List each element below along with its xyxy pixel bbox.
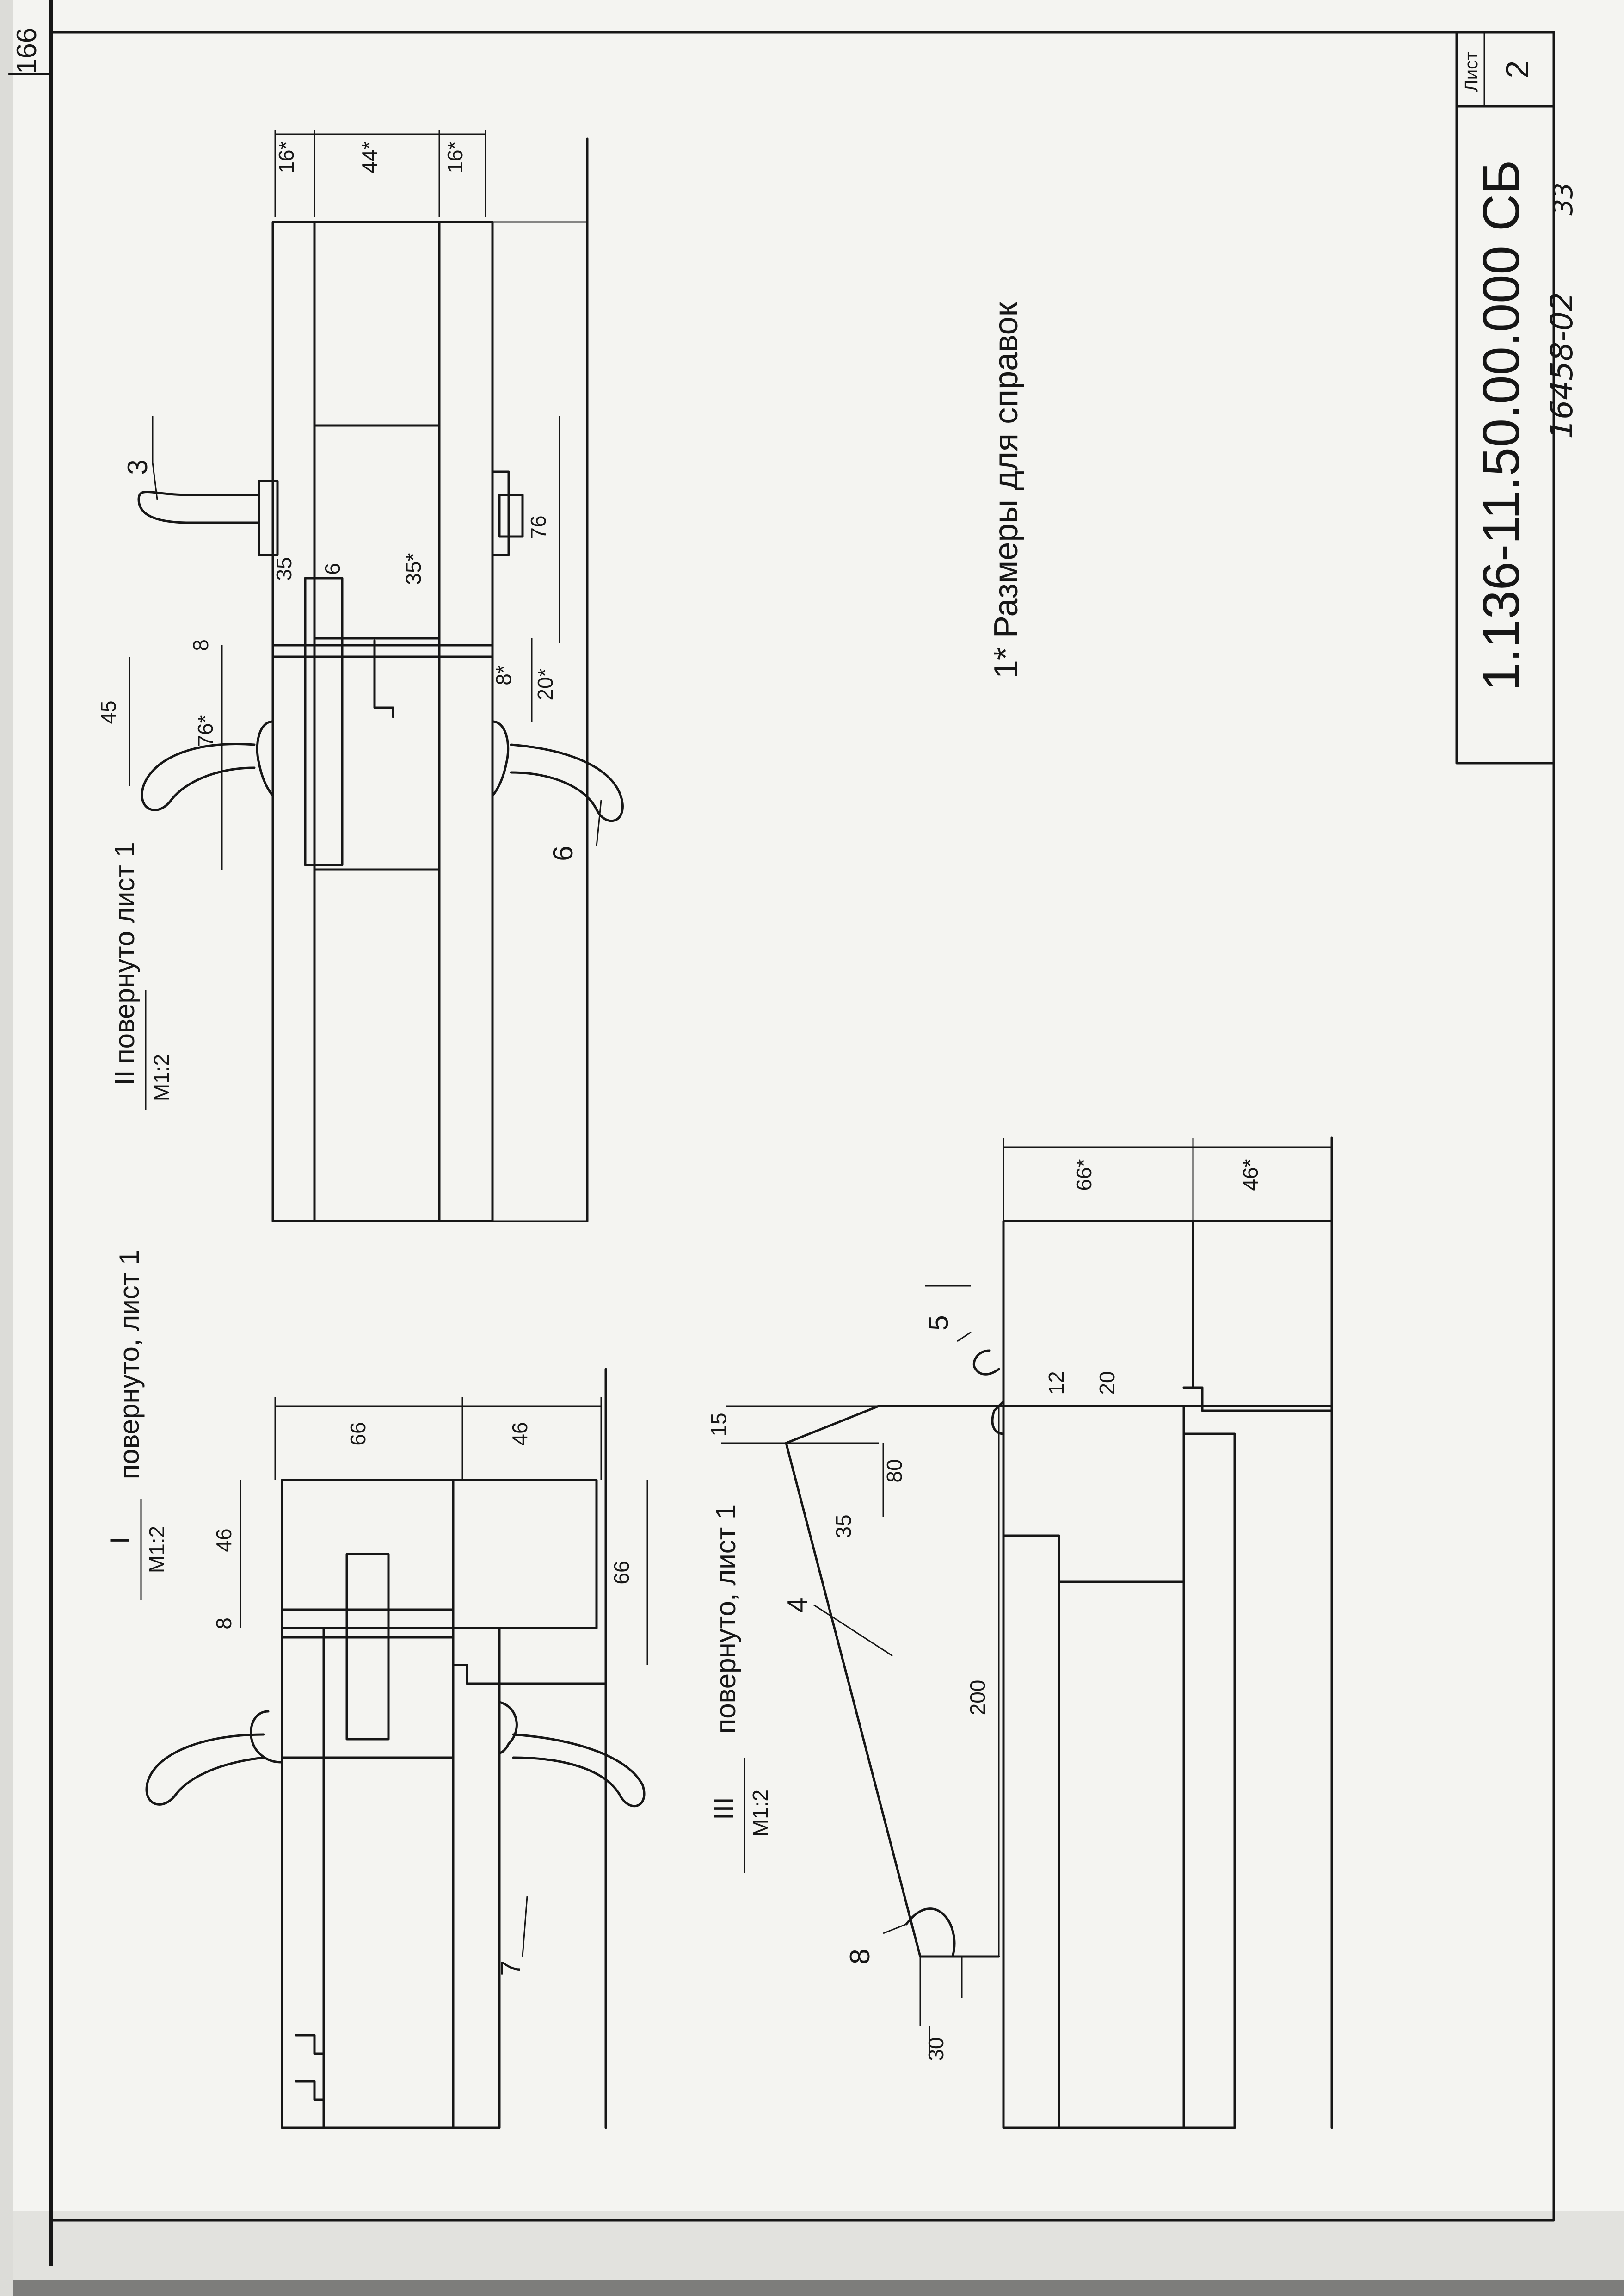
svg-text:35: 35 xyxy=(831,1514,855,1538)
svg-text:66: 66 xyxy=(609,1561,634,1584)
svg-text:46: 46 xyxy=(212,1528,236,1552)
svg-text:М1:2: М1:2 xyxy=(145,1526,169,1573)
svg-text:66*: 66* xyxy=(1072,1159,1096,1191)
section-II-title: II М1:2 повернуто лист 1 xyxy=(109,842,173,1110)
svg-text:46: 46 xyxy=(508,1422,532,1445)
section-III-callouts: 4 5 8 xyxy=(782,1285,972,1964)
section-I-drawing xyxy=(145,1368,648,2129)
svg-text:16*: 16* xyxy=(443,141,467,173)
svg-text:4: 4 xyxy=(782,1597,813,1612)
dimensions-note: 1* Размеры для справок xyxy=(988,302,1025,679)
svg-text:35: 35 xyxy=(272,557,296,580)
svg-text:8: 8 xyxy=(212,1617,236,1629)
svg-text:повернуто лист 1: повернуто лист 1 xyxy=(109,842,140,1064)
svg-text:8: 8 xyxy=(189,639,213,651)
svg-text:I: I xyxy=(105,1537,135,1544)
section-III-title: III М1:2 повернуто, лист 1 xyxy=(708,1504,772,1873)
title-block: Лист 2 1.136-11.50.00.000 СБ xyxy=(1455,31,1555,765)
section-I-title: I М1:2 повернуто, лист 1 xyxy=(105,1250,169,1600)
svg-text:33: 33 xyxy=(1549,182,1579,215)
svg-text:16458-02: 16458-02 xyxy=(1544,292,1580,439)
document-code: 1.136-11.50.00.000 СБ xyxy=(1472,160,1530,691)
svg-text:повернуто, лист 1: повернуто, лист 1 xyxy=(710,1504,741,1734)
svg-text:II: II xyxy=(109,1070,140,1085)
section-II-callouts: 3 6 xyxy=(122,416,602,861)
svg-text:35*: 35* xyxy=(401,553,425,585)
handwritten-note: 16458-02 xyxy=(1544,292,1580,439)
handwritten-note-2: 33 xyxy=(1549,182,1579,215)
title-block-sheet-value: 2 xyxy=(1499,61,1535,79)
svg-text:7: 7 xyxy=(495,1960,526,1975)
section-III-dims: 66* 46* 15 80 35 200 30 12 20 xyxy=(707,1159,1262,2061)
svg-text:Лист: Лист xyxy=(1461,52,1482,92)
svg-text:80: 80 xyxy=(882,1459,906,1482)
svg-text:16*: 16* xyxy=(274,141,298,173)
section-I-callouts: 7 xyxy=(495,1896,528,1976)
svg-text:15: 15 xyxy=(707,1413,731,1436)
section-II-drawing xyxy=(129,130,624,1222)
svg-text:2: 2 xyxy=(1499,61,1535,79)
svg-text:44*: 44* xyxy=(357,141,381,173)
svg-text:1* Размеры для справок: 1* Размеры для справок xyxy=(988,302,1025,679)
svg-text:5: 5 xyxy=(923,1315,954,1330)
corner-sheet-number: 166 xyxy=(11,28,42,74)
svg-text:М1:2: М1:2 xyxy=(149,1054,173,1101)
svg-text:45: 45 xyxy=(96,700,120,724)
section-I-dims: 46 8 66 66 46 xyxy=(212,1422,634,1629)
svg-text:30: 30 xyxy=(924,2037,948,2061)
svg-text:76*: 76* xyxy=(193,715,217,747)
svg-text:20*: 20* xyxy=(533,668,557,700)
svg-text:20: 20 xyxy=(1095,1371,1119,1395)
sheet-frame xyxy=(8,0,1555,2266)
svg-text:12: 12 xyxy=(1044,1371,1068,1395)
svg-text:1.136-11.50.00.000 СБ: 1.136-11.50.00.000 СБ xyxy=(1472,160,1530,691)
svg-text:III: III xyxy=(708,1797,739,1820)
section-II-dims: 16* 44* 16* 45 76* 8 35 6 35* 76 8* 20* xyxy=(96,141,557,747)
svg-text:66: 66 xyxy=(346,1422,370,1445)
section-III-drawing xyxy=(721,1136,1333,2129)
svg-text:76: 76 xyxy=(526,515,550,539)
svg-text:6: 6 xyxy=(320,563,344,575)
title-block-sheet-label: Лист xyxy=(1461,52,1482,92)
svg-text:3: 3 xyxy=(122,459,153,475)
svg-text:166: 166 xyxy=(11,28,42,74)
svg-text:повернуто, лист 1: повернуто, лист 1 xyxy=(114,1250,145,1480)
svg-text:200: 200 xyxy=(966,1680,990,1716)
svg-text:8*: 8* xyxy=(492,665,516,685)
svg-text:М1:2: М1:2 xyxy=(748,1790,772,1837)
svg-text:6: 6 xyxy=(547,846,578,861)
svg-text:46*: 46* xyxy=(1238,1159,1262,1191)
svg-text:8: 8 xyxy=(844,1949,875,1964)
